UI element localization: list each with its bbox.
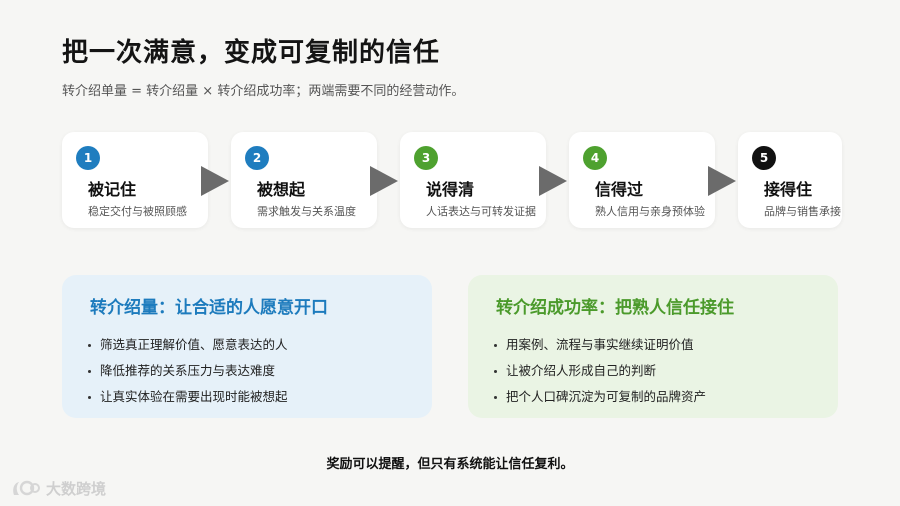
list-item: 把个人口碑沉淀为可复制的品牌资产 xyxy=(494,384,812,410)
bullet-list: 用案例、流程与事实继续证明价值 让被介绍人形成自己的判断 把个人口碑沉淀为可复制… xyxy=(494,332,812,410)
arrow-icon xyxy=(370,166,398,196)
step-number-badge: 1 xyxy=(76,146,100,170)
step-card-4: 4 信得过 熟人信用与亲身预体验 xyxy=(569,132,715,228)
step-number-badge: 5 xyxy=(752,146,776,170)
step-description: 稳定交付与被照顾感 xyxy=(88,205,187,218)
list-item: 让真实体验在需要出现时能被想起 xyxy=(88,384,406,410)
step-card-1: 1 被记住 稳定交付与被照顾感 xyxy=(62,132,208,228)
watermark-text: 大数跨境 xyxy=(46,480,107,498)
list-item: 筛选真正理解价值、愿意表达的人 xyxy=(88,332,406,358)
watermark: 大数跨境 xyxy=(10,478,106,499)
step-title: 信得过 xyxy=(595,180,644,199)
arrow-icon xyxy=(708,166,736,196)
page-title: 把一次满意，变成可复制的信任 xyxy=(62,38,441,68)
steps-flow: 1 被记住 稳定交付与被照顾感 2 被想起 需求触发与关系温度 3 说得清 人话… xyxy=(62,132,842,230)
step-number-badge: 3 xyxy=(414,146,438,170)
step-description: 需求触发与关系温度 xyxy=(257,205,356,218)
referral-volume-card: 转介绍量：让合适的人愿意开口 筛选真正理解价值、愿意表达的人 降低推荐的关系压力… xyxy=(62,275,432,418)
step-number-badge: 4 xyxy=(583,146,607,170)
page-subtitle: 转介绍单量 = 转介绍量 × 转介绍成功率；两端需要不同的经营动作。 xyxy=(62,84,465,99)
step-title: 被记住 xyxy=(88,180,137,199)
card-title: 转介绍成功率：把熟人信任接住 xyxy=(496,298,734,318)
step-description: 品牌与销售承接 xyxy=(764,205,841,218)
card-title: 转介绍量：让合适的人愿意开口 xyxy=(90,298,328,318)
step-title: 说得清 xyxy=(426,180,475,199)
step-description: 人话表达与可转发证据 xyxy=(426,205,536,218)
step-card-3: 3 说得清 人话表达与可转发证据 xyxy=(400,132,546,228)
step-card-5: 5 接得住 品牌与销售承接 xyxy=(738,132,842,228)
referral-success-card: 转介绍成功率：把熟人信任接住 用案例、流程与事实继续证明价值 让被介绍人形成自己… xyxy=(468,275,838,418)
step-title: 接得住 xyxy=(764,180,813,199)
arrow-icon xyxy=(539,166,567,196)
list-item: 用案例、流程与事实继续证明价值 xyxy=(494,332,812,358)
list-item: 降低推荐的关系压力与表达难度 xyxy=(88,358,406,384)
arrow-icon xyxy=(201,166,229,196)
bullet-list: 筛选真正理解价值、愿意表达的人 降低推荐的关系压力与表达难度 让真实体验在需要出… xyxy=(88,332,406,410)
list-item: 让被介绍人形成自己的判断 xyxy=(494,358,812,384)
watermark-logo-icon xyxy=(13,480,40,495)
step-title: 被想起 xyxy=(257,180,306,199)
step-description: 熟人信用与亲身预体验 xyxy=(595,205,705,218)
step-number-badge: 2 xyxy=(245,146,269,170)
footer-note: 奖励可以提醒，但只有系统能让信任复利。 xyxy=(326,457,574,472)
step-card-2: 2 被想起 需求触发与关系温度 xyxy=(231,132,377,228)
